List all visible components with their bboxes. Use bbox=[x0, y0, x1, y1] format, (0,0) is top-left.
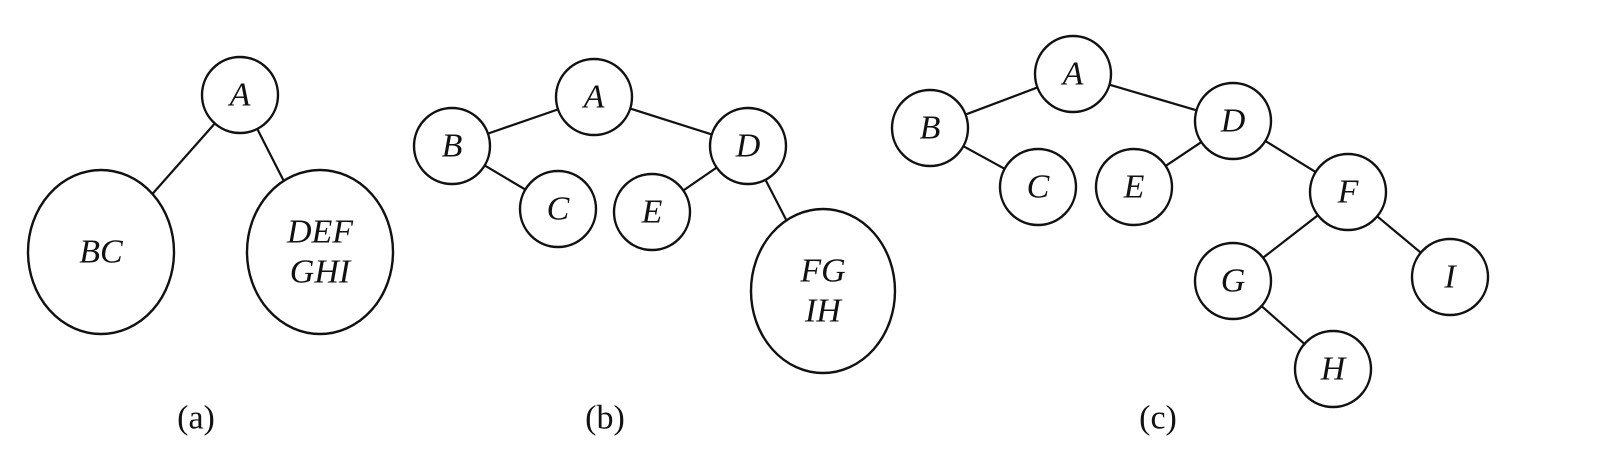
node-circle bbox=[1033, 34, 1113, 114]
node-circle bbox=[245, 168, 395, 336]
node-label: DEF bbox=[286, 214, 354, 251]
node-circle bbox=[749, 207, 897, 375]
node-label: E bbox=[641, 194, 663, 231]
tree-node-a: A bbox=[200, 55, 280, 135]
edge-a-defghi bbox=[256, 128, 285, 182]
node-label: B bbox=[920, 110, 941, 147]
node-label: A bbox=[582, 79, 605, 116]
edge-d-e bbox=[1165, 141, 1202, 167]
tree-node-f: F bbox=[1308, 152, 1388, 232]
edge-b-c bbox=[962, 145, 1006, 170]
panel-c: A B C D E F G H I (c) bbox=[890, 34, 1490, 437]
node-circle bbox=[612, 172, 692, 252]
panel-caption-a: (a) bbox=[177, 400, 215, 437]
node-circle bbox=[26, 168, 176, 336]
edge-a-b bbox=[965, 86, 1038, 116]
edge-d-f bbox=[1264, 140, 1317, 173]
tree-node-c: C bbox=[998, 147, 1078, 227]
tree-node-c: C bbox=[518, 169, 598, 249]
subtree-node-bc: BC bbox=[26, 168, 176, 336]
node-label: I bbox=[1443, 259, 1457, 296]
node-label: IH bbox=[804, 293, 843, 330]
tree-node-a: A bbox=[554, 57, 634, 137]
edge-a-b bbox=[487, 108, 559, 135]
node-label: A bbox=[228, 77, 251, 114]
node-label: H bbox=[1320, 351, 1348, 388]
edge-a-d bbox=[1109, 83, 1197, 112]
node-label: A bbox=[1061, 56, 1084, 93]
edge-d-e bbox=[682, 166, 718, 192]
node-label: FG bbox=[799, 253, 845, 290]
node-circle bbox=[708, 106, 788, 186]
edge-f-i bbox=[1376, 215, 1422, 254]
tree-node-e: E bbox=[612, 172, 692, 252]
node-circle bbox=[554, 57, 634, 137]
node-circle bbox=[518, 169, 598, 249]
node-label: C bbox=[1027, 169, 1050, 206]
tree-node-h: H bbox=[1293, 329, 1373, 409]
node-label: F bbox=[1337, 174, 1360, 211]
edge-f-g bbox=[1262, 214, 1319, 259]
tree-node-d: D bbox=[1193, 81, 1273, 161]
tree-node-i: I bbox=[1410, 237, 1490, 317]
tree-node-b: B bbox=[412, 106, 492, 186]
node-label: D bbox=[1220, 103, 1246, 140]
tree-node-a: A bbox=[1033, 34, 1113, 114]
tree-node-d: D bbox=[708, 106, 788, 186]
node-circle bbox=[998, 147, 1078, 227]
node-label: B bbox=[442, 128, 463, 165]
node-label: BC bbox=[79, 234, 123, 271]
node-label: GHI bbox=[290, 254, 352, 291]
node-circle bbox=[1293, 329, 1373, 409]
node-circle bbox=[1193, 241, 1273, 321]
node-circle bbox=[1193, 81, 1273, 161]
node-circle bbox=[1094, 147, 1174, 227]
tree-node-b: B bbox=[890, 88, 970, 168]
node-circle bbox=[890, 88, 970, 168]
node-circle bbox=[412, 106, 492, 186]
edge-g-h bbox=[1260, 305, 1306, 345]
panel-caption-b: (b) bbox=[585, 400, 625, 437]
node-label: G bbox=[1221, 263, 1246, 300]
node-label: C bbox=[547, 191, 570, 228]
edge-d-fgih bbox=[764, 179, 788, 221]
edge-a-bc bbox=[151, 122, 216, 195]
node-label: E bbox=[1123, 169, 1145, 206]
node-label: D bbox=[735, 128, 761, 165]
node-circle bbox=[1308, 152, 1388, 232]
edge-b-c bbox=[484, 164, 526, 191]
edge-a-d bbox=[629, 107, 713, 136]
panel-caption-c: (c) bbox=[1139, 400, 1177, 437]
tree-node-g: G bbox=[1193, 241, 1273, 321]
node-circle bbox=[200, 55, 280, 135]
tree-node-e: E bbox=[1094, 147, 1174, 227]
node-circle bbox=[1410, 237, 1490, 317]
